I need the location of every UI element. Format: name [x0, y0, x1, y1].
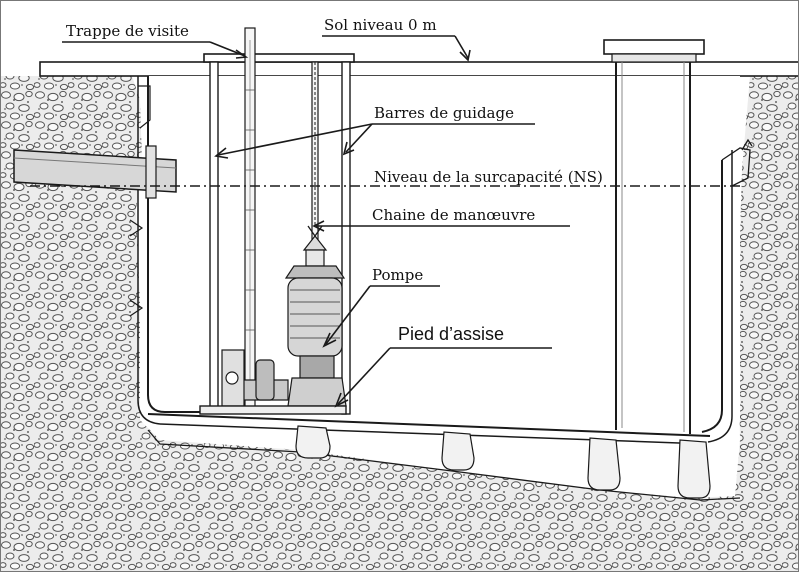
gravel-left	[0, 72, 799, 572]
ground-slab	[39, 61, 799, 77]
label-pompe: Pompe	[372, 266, 423, 284]
tank-wall-left-outer	[137, 76, 161, 425]
label-trappe-de-visite: Trappe de visite	[66, 22, 189, 40]
pump	[221, 235, 347, 407]
floor-ribs	[295, 425, 711, 499]
right-shaft	[603, 39, 705, 434]
label-chaine-de-manoeuvre: Chaine de manœuvre	[372, 206, 535, 224]
right-wall-fittings	[721, 138, 753, 187]
label-barres-de-guidage: Barres de guidage	[374, 104, 514, 122]
callout-arrows	[62, 35, 570, 408]
left-wall-fittings	[129, 85, 151, 317]
label-sol-niveau: Sol niveau 0 m	[324, 16, 437, 34]
tank-wall-right	[701, 160, 723, 433]
inlet-pipe	[13, 145, 177, 199]
guide-bar-ticks	[245, 89, 255, 331]
tank-wall-left	[147, 76, 200, 413]
label-pied-d-assise: Pied d’assise	[398, 324, 504, 344]
tank-floor	[147, 413, 711, 437]
tank-wall-right-outer	[707, 150, 733, 443]
label-niveau-surcapacite: Niveau de la surcapacité (NS)	[374, 168, 603, 186]
base-sill	[147, 429, 741, 501]
duck-foot-base	[199, 405, 347, 415]
